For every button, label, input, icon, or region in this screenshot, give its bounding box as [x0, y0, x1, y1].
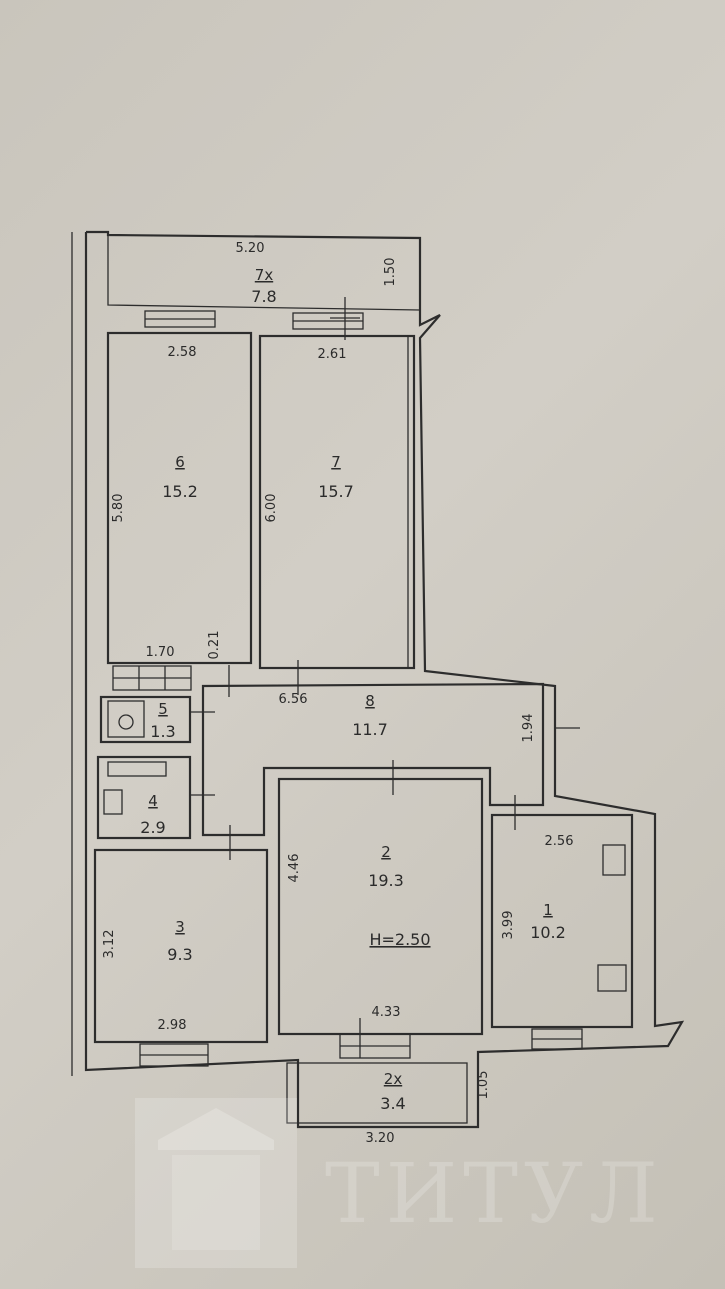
- dim-balcony-bottom-width: 3.20: [366, 1131, 395, 1146]
- dim-room3-length: 3.12: [102, 930, 117, 959]
- dim-balcony-top-width: 5.20: [236, 241, 265, 256]
- sink-icon: [602, 844, 626, 876]
- dim-kitchen-length: 3.99: [501, 911, 516, 940]
- room-5-number: 5: [158, 700, 168, 718]
- room-7-outline: [258, 334, 416, 670]
- room-6-number: 6: [175, 453, 185, 471]
- outer-walls: [71, 230, 685, 1129]
- dim-hall-width: 6.56: [279, 692, 308, 707]
- room-2-area: 19.3: [368, 871, 404, 890]
- dim-corridor-width: 1.70: [146, 645, 175, 660]
- dim-living-length: 4.46: [287, 854, 302, 883]
- room-8-number: 8: [365, 692, 375, 710]
- room-2x-number: 2х: [384, 1070, 403, 1088]
- room-1-number: 1: [543, 901, 553, 919]
- room-6-outline: [106, 331, 253, 665]
- dim-hall-depth: 1.94: [521, 714, 536, 743]
- door-marks: [190, 297, 580, 1058]
- dim-room6-width: 2.58: [168, 345, 197, 360]
- dim-balcony-top-depth: 1.50: [383, 258, 398, 287]
- dim-wall-thickness: 0.21: [207, 631, 222, 660]
- dim-room3-width: 2.98: [158, 1018, 187, 1033]
- watermark: ТИТУЛ: [135, 1098, 664, 1268]
- watermark-logo: [135, 1098, 297, 1268]
- ceiling-height: Н=2.50: [369, 930, 430, 949]
- watermark-text: ТИТУЛ: [325, 1147, 664, 1242]
- room-2-number: 2: [381, 843, 391, 861]
- dim-kitchen-width: 2.56: [545, 834, 574, 849]
- room-7x-number: 7х: [255, 266, 274, 284]
- room-2-outline: [277, 777, 484, 1036]
- balcony-2x-outline: [286, 1062, 468, 1124]
- bathtub-icon: [107, 761, 167, 777]
- room-labels: 7х 7.8 6 15.2 7 15.7 5 1.3 8 11.7 4 2.9 …: [140, 266, 566, 1113]
- room-3-number: 3: [175, 918, 185, 936]
- room-1-area: 10.2: [530, 923, 566, 942]
- dimension-labels: 5.20 1.50 2.58 2.61 5.80 6.00 1.70 0.21 …: [102, 241, 573, 1146]
- room-4-number: 4: [148, 792, 158, 810]
- dim-room7-width: 2.61: [318, 347, 347, 362]
- room-4-outline: [96, 755, 192, 840]
- room-7-number: 7: [331, 453, 341, 471]
- room-8-area: 11.7: [352, 720, 388, 739]
- dim-living-width: 4.33: [372, 1005, 401, 1020]
- room-3-outline: [93, 848, 269, 1044]
- room-4-area: 2.9: [140, 818, 165, 837]
- dim-balcony-bottom-depth: 1.05: [476, 1071, 491, 1100]
- room-3-area: 9.3: [167, 945, 192, 964]
- fixtures: [103, 700, 627, 992]
- windows: [112, 310, 583, 1067]
- room-1-outline: [490, 813, 634, 1029]
- room-7x-area: 7.8: [251, 287, 276, 306]
- room-6-area: 15.2: [162, 482, 198, 501]
- room-5-area: 1.3: [150, 722, 175, 741]
- dim-room6-length: 5.80: [111, 494, 126, 523]
- toilet-icon: [107, 700, 145, 738]
- stove-icon: [597, 964, 627, 992]
- room-2x-area: 3.4: [380, 1094, 405, 1113]
- room-5-outline: [99, 695, 192, 744]
- dim-room7-length: 6.00: [264, 494, 279, 523]
- room-8-outline: [201, 682, 545, 837]
- room-7-area: 15.7: [318, 482, 354, 501]
